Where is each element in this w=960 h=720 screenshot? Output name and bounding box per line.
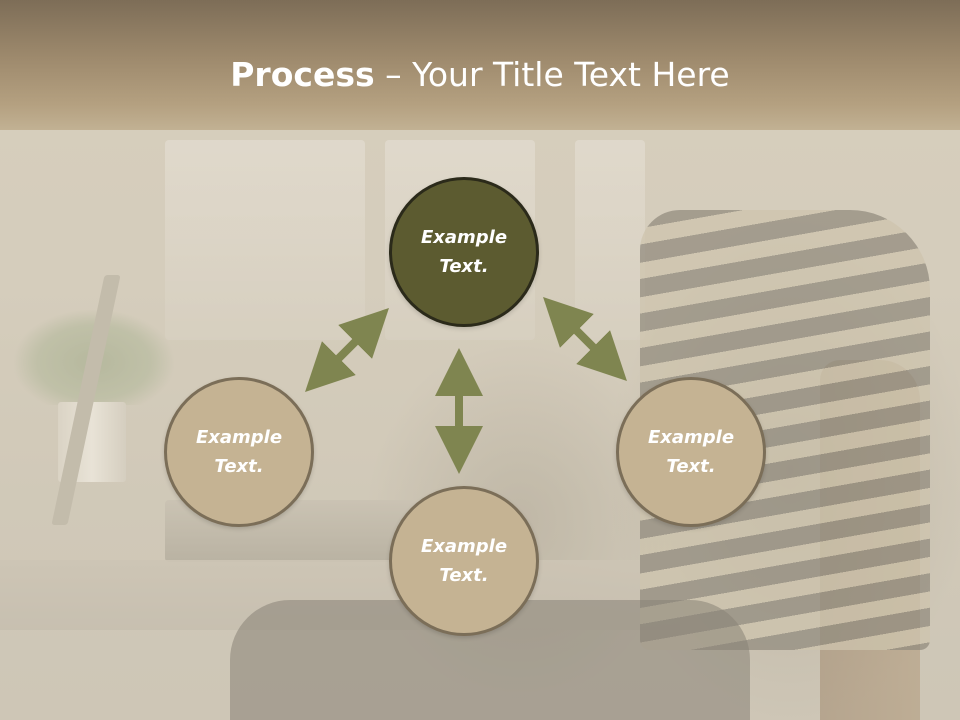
node-left-text: Example Text.: [195, 427, 283, 477]
process-node-top[interactable]: Example Text.: [389, 177, 539, 327]
node-top-text: Example Text.: [420, 227, 508, 277]
process-node-left[interactable]: Example Text.: [164, 377, 314, 527]
title-bar: [0, 0, 960, 130]
arrow-top-left: [305, 308, 389, 392]
page-title[interactable]: Process – Your Title Text Here: [0, 50, 960, 100]
process-node-bottom[interactable]: Example Text.: [389, 486, 539, 636]
node-right-text: Example Text.: [647, 427, 735, 477]
title-bold: Process: [230, 55, 375, 94]
background-window: [165, 140, 365, 340]
process-node-right[interactable]: Example Text.: [616, 377, 766, 527]
node-bottom-text: Example Text.: [420, 536, 508, 586]
title-rest: – Your Title Text Here: [374, 55, 730, 94]
arrow-top-right: [543, 297, 627, 381]
